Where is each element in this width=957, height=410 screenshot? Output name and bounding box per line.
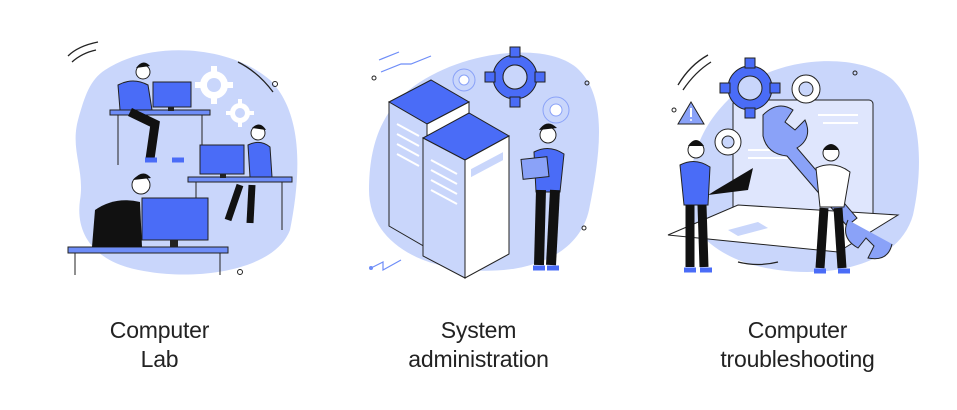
gear-icon: [714, 128, 742, 156]
motion-lines-icon: [67, 41, 99, 57]
gear-icon: [484, 46, 546, 108]
gear-icon: [542, 96, 570, 124]
caption-line-2: Lab: [140, 346, 179, 372]
caption-line-2: troubleshooting: [720, 346, 875, 372]
caption-computer-troubleshooting: Computer troubleshooting: [638, 316, 957, 374]
gear-icon: [719, 57, 781, 119]
person-with-laptop: [679, 140, 753, 273]
admin-person: [520, 123, 565, 271]
laptop-icon: [708, 168, 753, 195]
caption-line-1: System: [440, 317, 517, 343]
person-with-wrench: [814, 144, 851, 274]
monitor-icon: [152, 81, 192, 108]
caption-system-administration: System administration: [319, 316, 638, 374]
server-rack-icon: [421, 112, 511, 279]
panel-computer-troubleshooting: Computer troubleshooting: [638, 0, 957, 410]
panel-system-administration: System administration: [319, 0, 638, 410]
warning-icon: [677, 101, 705, 125]
caption-line-1: Computer: [747, 317, 848, 343]
caption-line-1: Computer: [109, 317, 210, 343]
computer-troubleshooting-illustration: [667, 54, 919, 274]
caption-line-2: administration: [408, 346, 549, 372]
panel-computer-lab: Computer Lab: [0, 0, 319, 410]
computer-lab-illustration: [67, 41, 298, 275]
gear-icon: [226, 99, 254, 127]
gear-icon: [452, 68, 476, 92]
tablet-icon: [520, 156, 550, 180]
monitor-icon: [199, 144, 245, 175]
caption-computer-lab: Computer Lab: [0, 316, 319, 374]
gear-icon: [791, 74, 821, 104]
monitor-icon: [141, 197, 209, 241]
system-administration-illustration: [369, 46, 599, 279]
gear-icon: [195, 66, 233, 104]
